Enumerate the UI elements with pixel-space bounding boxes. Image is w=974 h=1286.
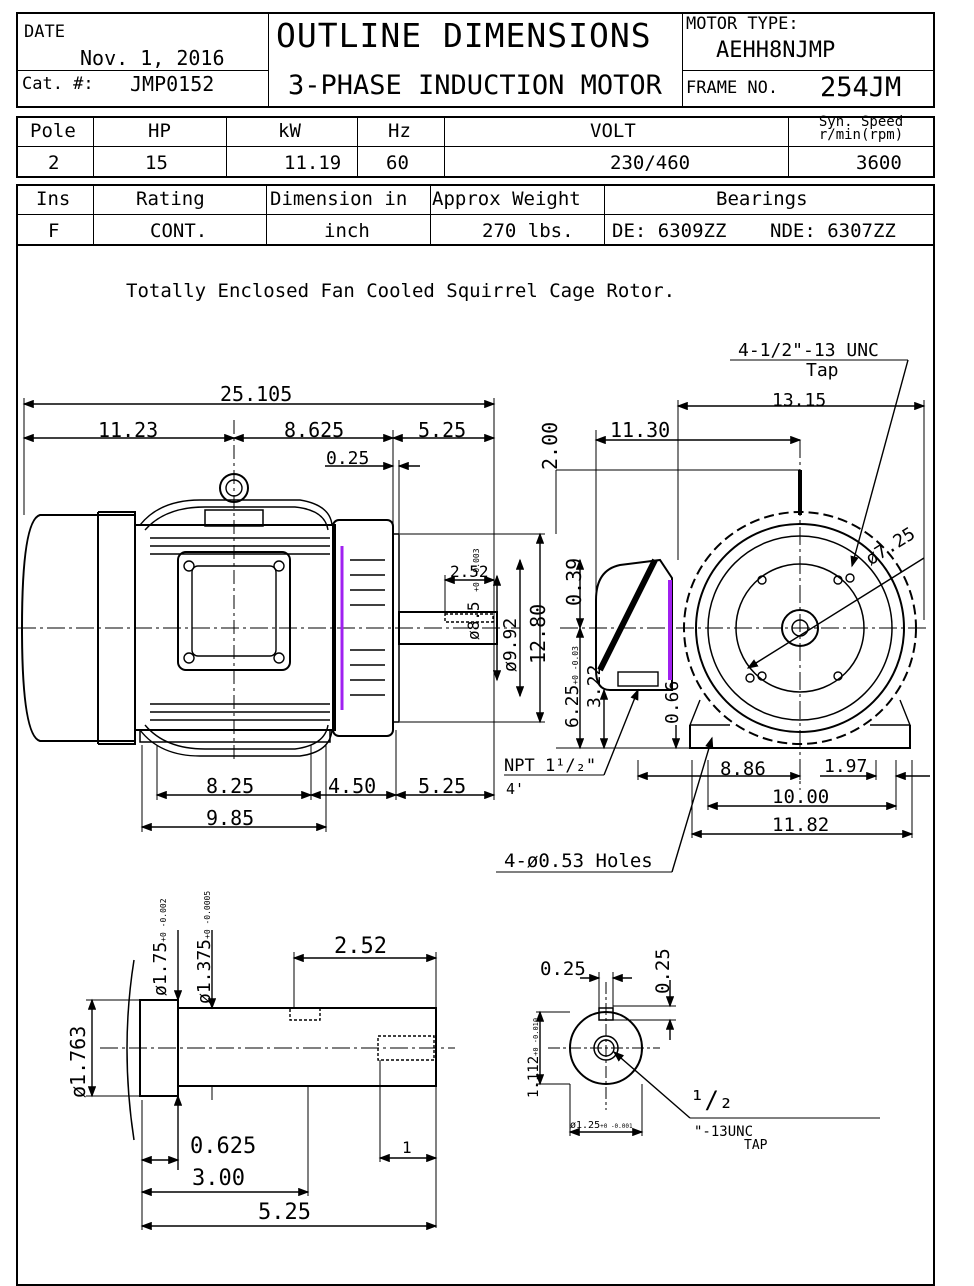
dim-keyway-len: 2.52: [334, 934, 387, 959]
dim-h-edge: 1.97: [824, 756, 868, 777]
dim-dia-shaft: ø1.375+0 -0.0005: [194, 890, 215, 1004]
dim-dia-shoulder: ø1.75+0 -0.002: [150, 898, 171, 996]
cat-value: JMP0152: [130, 72, 215, 96]
dim-keyway: 2.52: [450, 562, 489, 581]
volt-value: 230/460: [610, 152, 691, 174]
pole-header: Pole: [30, 120, 76, 142]
rating-header: Rating: [136, 188, 205, 210]
dim-len-3: 3.00: [192, 1166, 245, 1191]
frame-label: FRAME NO.: [686, 78, 779, 98]
dim-shaft-len: 5.25: [418, 418, 467, 442]
dim-shoulder-len: 0.625: [190, 1134, 257, 1159]
npt-label: NPT 1¹/₂": [504, 756, 597, 776]
motor-type-value: AEHH8NJMP: [716, 38, 836, 63]
frame-value: 254JM: [820, 72, 902, 103]
dim-len-total: 5.25: [258, 1200, 311, 1225]
bearings-header: Bearings: [716, 188, 808, 210]
rating-value: CONT.: [150, 220, 208, 242]
shaft-detail: [86, 930, 455, 1231]
dim-eye-height: 2.00: [538, 421, 562, 470]
shaft-end-detail: [535, 972, 880, 1137]
spec-table-1: [16, 116, 935, 178]
dimension-value: inch: [324, 220, 370, 242]
dim-overall: 25.105: [220, 382, 293, 406]
dim-tap-depth: 1: [402, 1138, 412, 1157]
volt-header: VOLT: [590, 120, 636, 142]
dim-dia-flange: ø1.763: [66, 1025, 90, 1098]
syn-speed-header: Syn. Speed r/min(rpm): [818, 114, 904, 143]
kw-header: kW: [278, 120, 301, 142]
dim-foot-span: 8.25: [206, 774, 255, 798]
drawing-subtitle: 3-PHASE INDUCTION MOTOR: [288, 70, 662, 101]
dim-flange-dia: ø9.92: [500, 617, 521, 672]
terminal-box: [177, 551, 291, 671]
dim-foot-height: 3.22: [584, 664, 605, 708]
hp-header: HP: [148, 120, 171, 142]
dim-height: 12.80: [526, 603, 550, 664]
tap-label: TAP: [744, 1138, 768, 1153]
hz-header: Hz: [388, 120, 411, 142]
ins-value: F: [48, 220, 60, 242]
weight-header: Approx Weight: [432, 188, 581, 210]
bearing-nde: NDE: 6307ZZ: [770, 220, 896, 242]
dim-bottom-dia: ø1.25+0 -0.001: [570, 1120, 633, 1131]
dim-end-dia: 1.112+0 -0.010: [526, 1017, 542, 1098]
dim-foot-to-face: 4.50: [328, 774, 377, 798]
pole-value: 2: [48, 152, 60, 174]
dim-shaft-height: 6.25+0 -0.03: [562, 646, 583, 728]
holes-label: 4-ø0.53 Holes: [504, 850, 653, 872]
tap-sub: Tap: [806, 360, 839, 381]
spec-table-2: [16, 184, 935, 246]
tap-thread: "-13UNC: [694, 1124, 754, 1140]
dim-pilot-dia: ø8.5 +0 -0.003: [464, 548, 483, 640]
dim-foot-thick: 0.66: [662, 680, 683, 724]
dim-base-width: 11.82: [772, 814, 830, 836]
side-view: [18, 398, 545, 832]
motor-description: Totally Enclosed Fan Cooled Squirrel Cag…: [126, 280, 676, 302]
dim-foot-width: 10.00: [772, 786, 830, 808]
dim-foot-span2: 9.85: [206, 806, 255, 830]
dim-middle: 8.625: [284, 418, 345, 442]
dim-center-to-box: 11.30: [610, 418, 671, 442]
bearing-de: DE: 6309ZZ: [612, 220, 727, 242]
dim-shoulder: 0.25: [326, 448, 370, 469]
motor-type-label: MOTOR TYPE:: [686, 14, 799, 34]
title-block: [16, 12, 935, 108]
dim-box-offset: 0.39: [562, 557, 586, 606]
ins-header: Ins: [36, 188, 71, 210]
syn-speed-value: 3600: [856, 152, 902, 174]
weight-value: 270 lbs.: [482, 220, 574, 242]
terminal-box-end: [595, 558, 673, 691]
drawing-title: OUTLINE DIMENSIONS: [276, 16, 652, 55]
end-view: [496, 359, 930, 873]
dim-c: 8.86: [720, 758, 766, 780]
kw-value: 11.19: [284, 152, 342, 174]
cat-label: Cat. #:: [22, 74, 94, 94]
npt-qty: 4': [506, 780, 525, 798]
dim-width-top: 13.15: [772, 390, 827, 411]
eye-bolt: [219, 473, 249, 503]
date-label: DATE: [24, 22, 65, 42]
dim-key-width: 0.25: [540, 958, 586, 980]
hp-value: 15: [145, 152, 168, 174]
dim-rear: 11.23: [98, 418, 159, 442]
dim-key-depth: 0.25: [652, 948, 674, 994]
hz-value: 60: [386, 152, 409, 174]
tap-fraction: ¹/₂: [690, 1086, 734, 1114]
date-value: Nov. 1, 2016: [80, 46, 225, 70]
tap-note: 4-1/2"-13 UNC: [738, 340, 879, 361]
dimension-header: Dimension in: [270, 188, 408, 210]
dim-shaft-ext: 5.25: [418, 774, 467, 798]
